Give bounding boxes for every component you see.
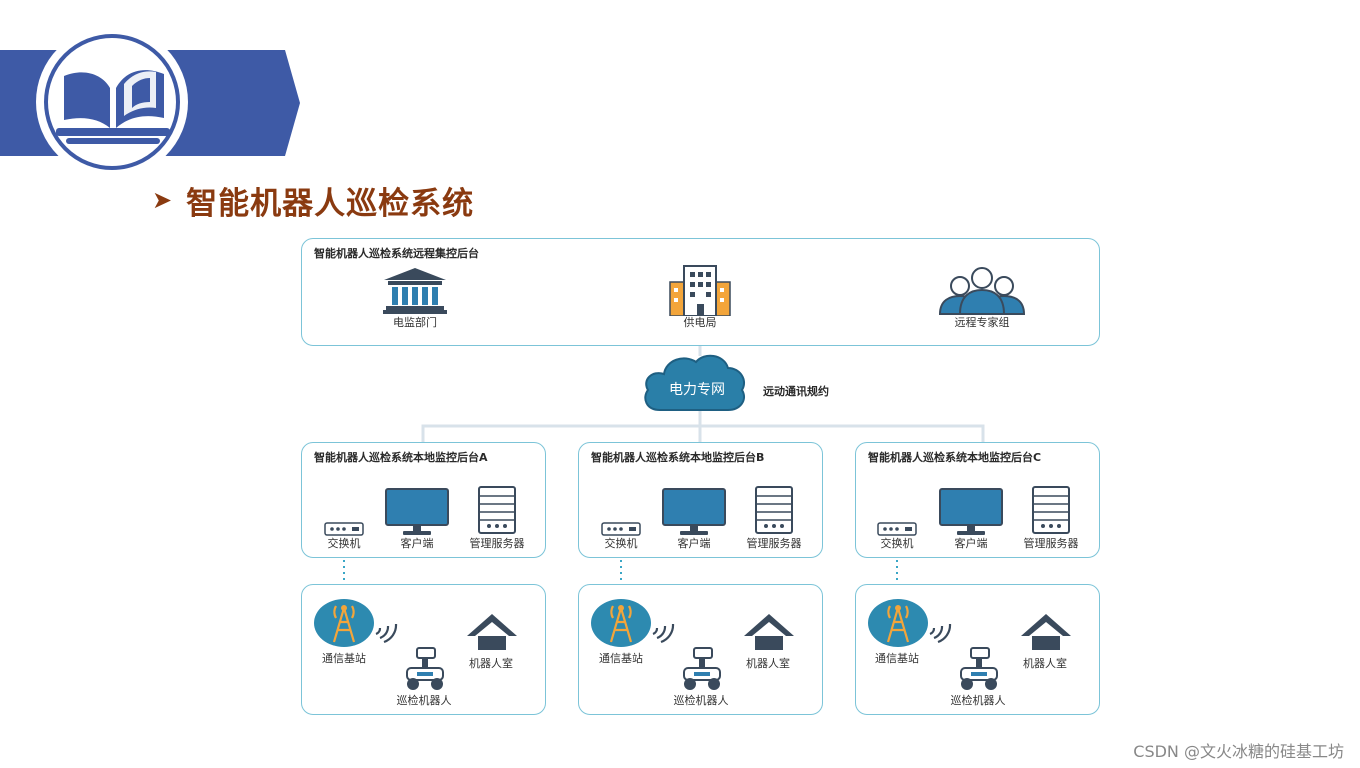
bullet-arrow-icon: ➤ xyxy=(152,186,173,214)
site-label: 机器人室 xyxy=(469,657,513,670)
site-label: 通信基站 xyxy=(875,652,919,665)
slide-title: 智能机器人巡检系统 xyxy=(186,185,475,222)
network-label: 电力专网 xyxy=(669,382,725,398)
node-label: 远程专家组 xyxy=(954,316,1010,329)
base-station-icon xyxy=(314,599,398,647)
protocol-label: 远动通讯规约 xyxy=(763,385,829,398)
robot-icon xyxy=(960,647,998,690)
robot-room-icon xyxy=(744,614,794,650)
robot-room-icon xyxy=(467,614,517,650)
node-label: 供电局 xyxy=(683,316,717,329)
government-building-icon xyxy=(383,268,447,314)
switch-icon xyxy=(601,522,641,536)
device-label: 客户端 xyxy=(677,537,711,550)
site-label: 巡检机器人 xyxy=(950,694,1006,707)
expert-group-icon xyxy=(938,267,1026,315)
device-label: 管理服务器 xyxy=(746,537,802,550)
site-label: 巡检机器人 xyxy=(396,694,452,707)
switch-icon xyxy=(877,522,917,536)
office-building-icon xyxy=(669,265,731,316)
device-label: 交换机 xyxy=(327,537,361,550)
base-station-icon xyxy=(868,599,952,647)
site-label: 通信基站 xyxy=(599,652,643,665)
site-label: 通信基站 xyxy=(322,652,366,665)
robot-icon xyxy=(406,647,444,690)
server-icon xyxy=(478,486,516,534)
monitor-icon xyxy=(385,488,449,535)
switch-icon xyxy=(324,522,364,536)
site-label: 机器人室 xyxy=(746,657,790,670)
monitor-icon xyxy=(662,488,726,535)
local-center-title: 智能机器人巡检系统本地监控后台A xyxy=(314,451,488,464)
device-label: 客户端 xyxy=(954,537,988,550)
device-label: 交换机 xyxy=(604,537,638,550)
server-icon xyxy=(755,486,793,534)
site-label: 巡检机器人 xyxy=(673,694,729,707)
device-label: 管理服务器 xyxy=(469,537,525,550)
robot-room-icon xyxy=(1021,614,1071,650)
device-label: 管理服务器 xyxy=(1023,537,1079,550)
local-center-title: 智能机器人巡检系统本地监控后台B xyxy=(591,451,765,464)
robot-icon xyxy=(683,647,721,690)
book-icon xyxy=(56,70,170,144)
watermark: CSDN @文火冰糖的硅基工坊 xyxy=(1133,742,1344,761)
base-station-icon xyxy=(591,599,675,647)
site-label: 机器人室 xyxy=(1023,657,1067,670)
server-icon xyxy=(1032,486,1070,534)
node-label: 电监部门 xyxy=(393,316,437,329)
remote-center-title: 智能机器人巡检系统远程集控后台 xyxy=(314,247,479,260)
cloud-icon xyxy=(644,354,746,411)
slide-title-row: ➤ 智能机器人巡检系统 xyxy=(152,178,474,222)
monitor-icon xyxy=(939,488,1003,535)
device-label: 交换机 xyxy=(880,537,914,550)
local-center-title: 智能机器人巡检系统本地监控后台C xyxy=(868,451,1042,464)
device-label: 客户端 xyxy=(400,537,434,550)
